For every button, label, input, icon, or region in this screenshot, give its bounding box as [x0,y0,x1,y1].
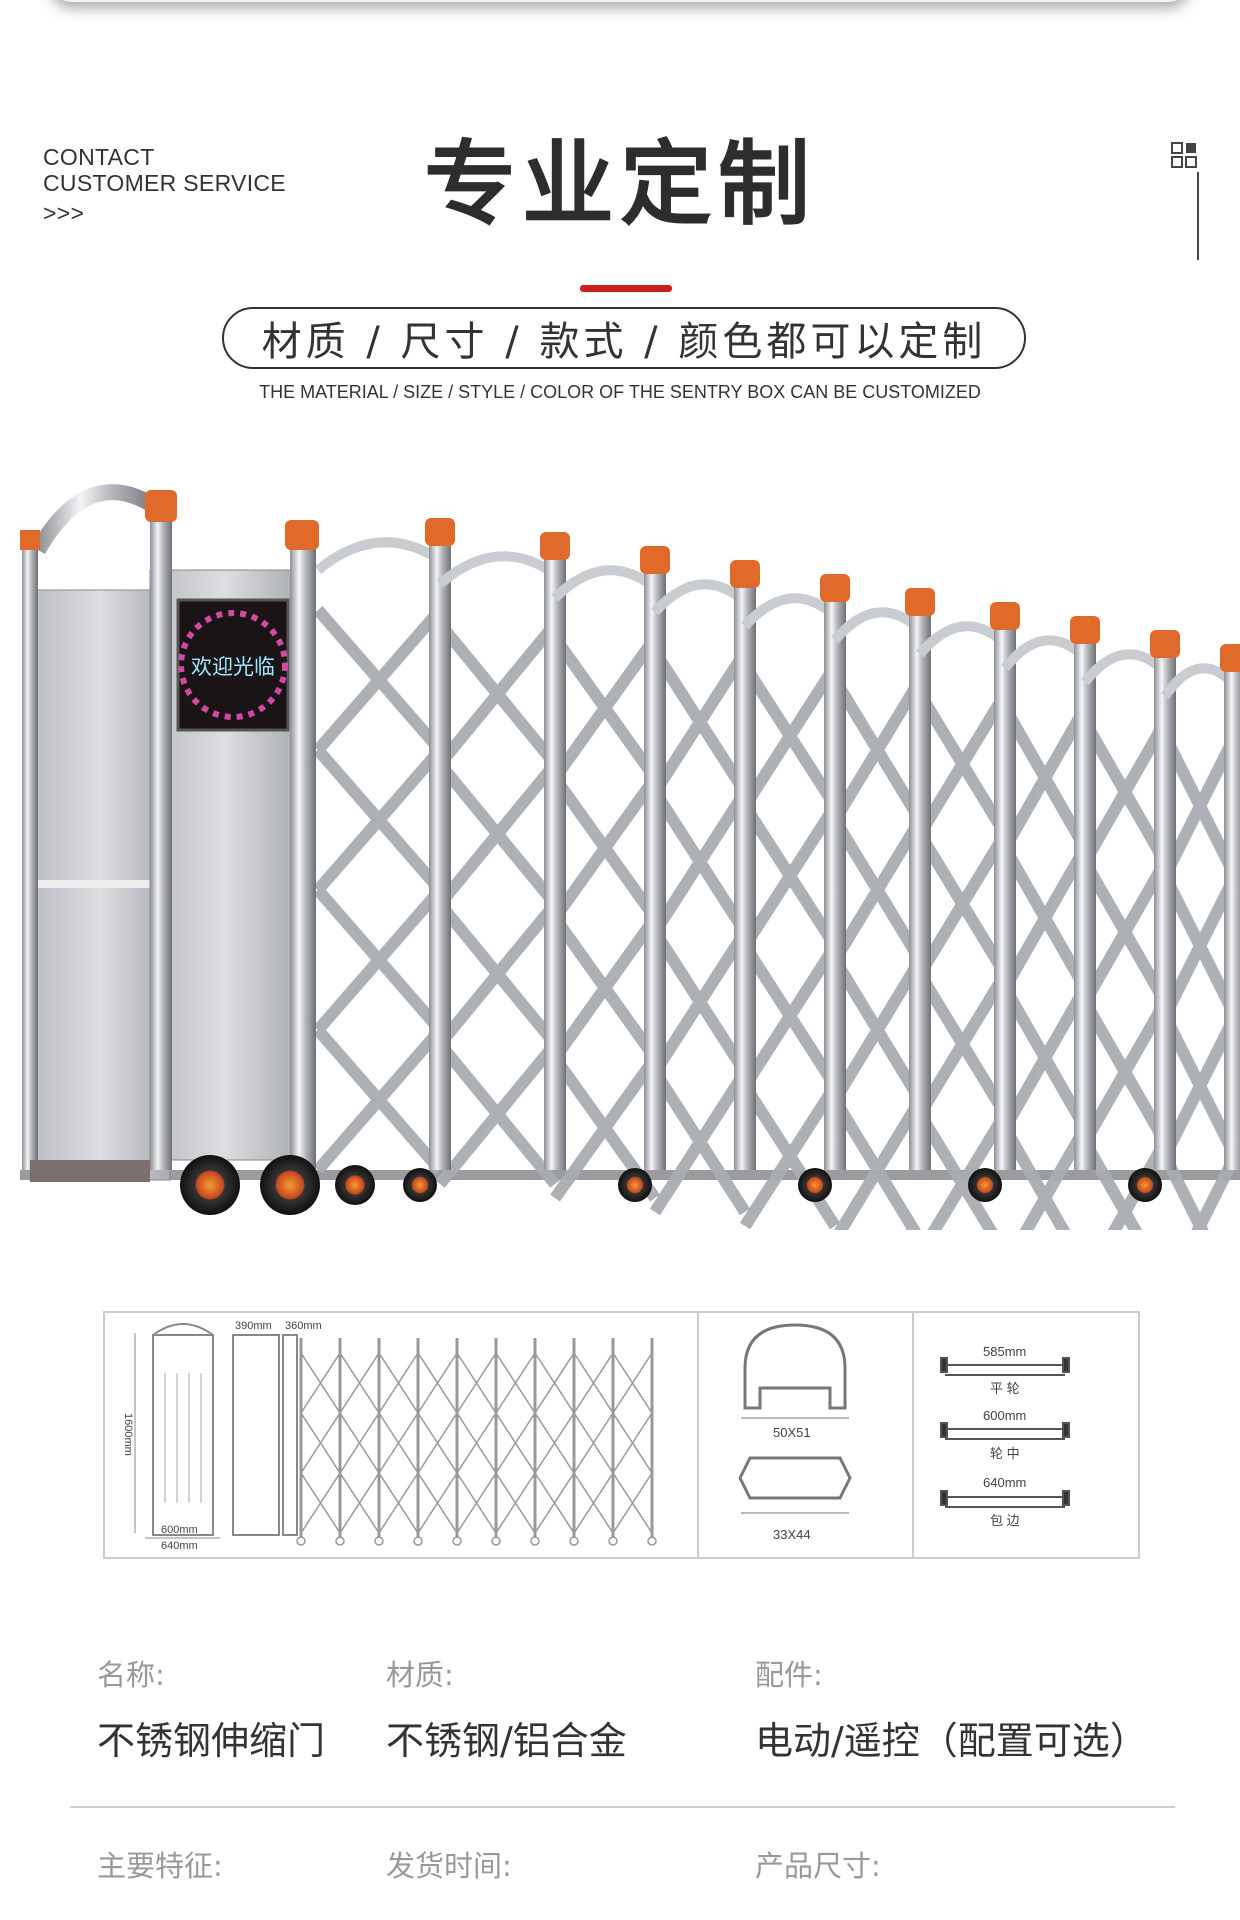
profile-size-2: 33X44 [773,1527,811,1542]
contact-label: CONTACT [43,144,155,170]
wheel-2-size: 600mm [983,1408,1026,1423]
section-divider [70,1806,1175,1808]
size-label: 产品尺寸: [755,1849,881,1883]
english-subtitle: THE MATERIAL / SIZE / STYLE / COLOR OF T… [259,382,981,402]
name-label: 名称: [97,1658,165,1692]
parts-label: 配件: [755,1658,823,1692]
delivery-label: 发货时间: [386,1849,512,1883]
height-dimension: 1600mm [122,1413,134,1456]
retractable-gate-image: 欢迎光临 [20,484,1240,1230]
technical-drawing: 1600mm 600mm 640mm 390mm 360mm 50X51 33X… [103,1311,1140,1559]
page-title: 专业定制 [423,131,816,238]
parts-value: 电动/遥控（配置可选） [755,1719,1148,1763]
customer-service-label: CUSTOMER SERVICE [43,170,286,196]
material-label: 材质: [386,1658,454,1692]
name-value: 不锈钢伸缩门 [97,1719,326,1763]
contact-block[interactable]: CONTACT CUSTOMER SERVICE >>> [43,144,286,226]
customization-text: 材质 / 尺寸 / 款式 / 颜色都可以定制 [261,319,987,365]
profile-size-1: 50X51 [773,1425,811,1440]
feature-label: 主要特征: [97,1849,223,1883]
wheel-2-name: 轮 中 [990,1446,1020,1461]
base-dimension-1: 600mm [161,1524,198,1536]
accent-bar [580,285,672,292]
decorative-vertical-line [1197,172,1199,260]
top-card-edge [50,0,1190,2]
wheel-3-name: 包 边 [990,1513,1020,1528]
contact-arrows: >>> [43,200,85,226]
grid-icon [1171,142,1197,168]
wheel-1-size: 585mm [983,1344,1026,1359]
welcome-sign-text: 欢迎光临 [191,655,275,679]
wheel-3-size: 640mm [983,1475,1026,1490]
width-dimension-1: 390mm [235,1320,272,1332]
width-dimension-2: 360mm [285,1320,322,1332]
dimension-drawing: 1600mm 600mm 640mm 390mm 360mm 50X51 33X… [122,1313,1070,1557]
customization-pill: 材质 / 尺寸 / 款式 / 颜色都可以定制 [222,307,1026,369]
material-value: 不锈钢/铝合金 [386,1719,627,1763]
base-dimension-2: 640mm [161,1540,198,1552]
wheel-1-name: 平 轮 [990,1381,1020,1396]
